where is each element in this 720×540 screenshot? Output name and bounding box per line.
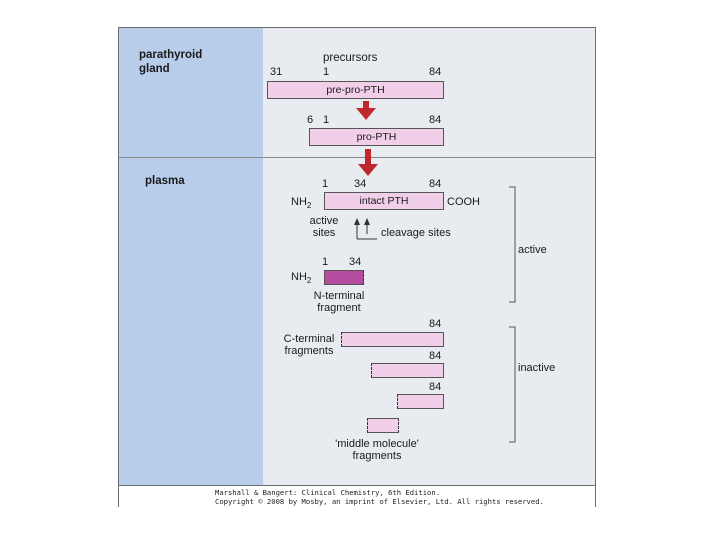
pro-pth-label: pro-PTH [356, 131, 397, 143]
cooh-label: COOH [447, 196, 480, 208]
prepro-one-label: 1 [323, 66, 330, 78]
active-bracket [509, 186, 516, 303]
middle-molecule-fragment-bar [367, 418, 399, 433]
intact-pth-bar: intact PTH [324, 192, 444, 210]
intact-mid-label: 34 [354, 178, 367, 190]
intact-nh2-label: NH2 [291, 196, 312, 211]
cleavage-arrowheads [354, 218, 370, 225]
inactive-bracket-label: inactive [518, 362, 556, 374]
active-bracket-label: active [518, 244, 547, 256]
cterm-end3-label: 84 [429, 381, 442, 393]
gland-section-label: parathyroid gland [139, 48, 202, 76]
prepro-end-label: 84 [429, 66, 442, 78]
copyright-footer: Marshall & Bangert: Clinical Chemistry, … [119, 485, 595, 508]
pro-pth-bar: pro-PTH [309, 128, 444, 146]
cleavage-pointers [356, 224, 377, 240]
cterm-end2-label: 84 [429, 350, 442, 362]
pro-one-label: 1 [323, 114, 330, 126]
diagram-connectors [354, 101, 516, 443]
pre-pro-pth-label: pre-pro-PTH [326, 84, 385, 96]
section-sidebar [119, 28, 263, 485]
gland-label-line1: parathyroid [139, 49, 203, 61]
n-terminal-fragment-bar [324, 270, 364, 285]
diagram-frame: parathyroid gland plasma precursors 31 1… [118, 27, 596, 508]
pre-pro-pth-bar: pre-pro-PTH [267, 81, 444, 99]
c-terminal-label: C-terminal fragments [283, 333, 335, 357]
cleavage-sites-label: cleavage sites [381, 227, 451, 239]
n-terminal-label: N-terminal fragment [313, 290, 365, 314]
intact-one-label: 1 [322, 178, 329, 190]
inactive-bracket [509, 326, 516, 443]
pro-start-label: 6 [307, 114, 314, 126]
section-divider [119, 157, 595, 158]
c-terminal-fragment-3 [397, 394, 444, 409]
middle-molecule-label: 'middle molecule' fragments [335, 438, 419, 462]
red-arrow-1 [356, 101, 376, 120]
nterm-one-label: 1 [322, 256, 329, 268]
active-sites-label: active sites [309, 215, 339, 239]
cterm-end1-label: 84 [429, 318, 442, 330]
c-terminal-fragment-2 [371, 363, 444, 378]
precursors-heading: precursors [323, 52, 378, 64]
intact-end-label: 84 [429, 178, 442, 190]
prepro-start-label: 31 [270, 66, 283, 78]
plasma-section-label: plasma [145, 175, 185, 187]
footer-line-2: Copyright © 2008 by Mosby, an imprint of… [215, 497, 544, 506]
footer-line-1: Marshall & Bangert: Clinical Chemistry, … [215, 488, 441, 497]
c-terminal-fragment-1 [341, 332, 444, 347]
nterm-nh2-label: NH2 [291, 271, 312, 286]
nterm-end-label: 34 [349, 256, 362, 268]
gland-label-line2: gland [139, 63, 170, 75]
intact-pth-label: intact PTH [359, 195, 409, 207]
red-arrow-2 [358, 149, 378, 176]
pro-end-label: 84 [429, 114, 442, 126]
